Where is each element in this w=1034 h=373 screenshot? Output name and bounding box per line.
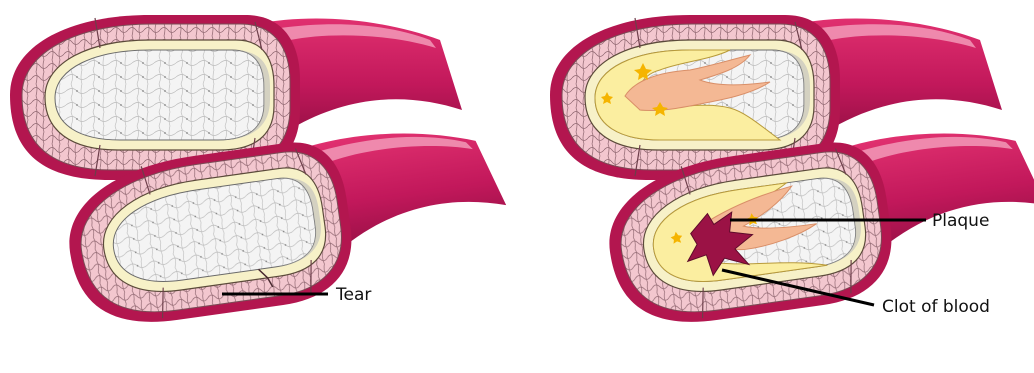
clot-label: Clot of blood: [882, 297, 990, 317]
plaque-label: Plaque: [932, 211, 989, 231]
tear-label: Tear: [335, 285, 371, 305]
